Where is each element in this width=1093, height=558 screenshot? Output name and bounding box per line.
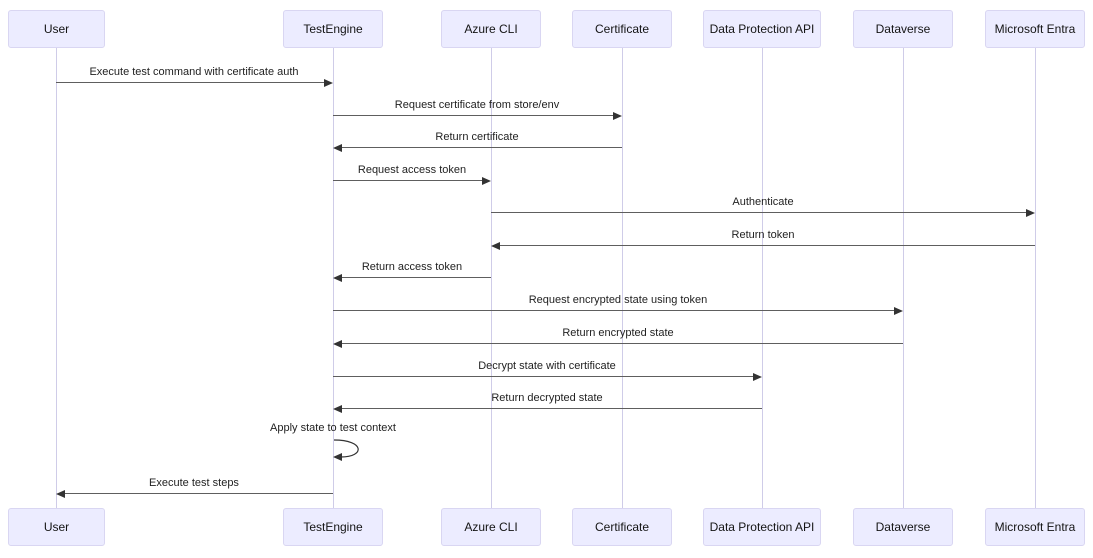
- actor-label: Certificate: [594, 22, 650, 36]
- actor-box-dataverse-bottom: Dataverse: [853, 508, 953, 546]
- actor-box-data-protection-api-bottom: Data Protection API: [703, 508, 821, 546]
- message-13-label: Execute test steps: [149, 477, 239, 489]
- actor-label: Microsoft Entra: [994, 22, 1076, 36]
- lifeline-microsoft-entra: [1035, 48, 1036, 508]
- actor-box-user-bottom: User: [8, 508, 105, 546]
- message-4-arrowhead-icon: [482, 177, 491, 185]
- lifeline-dataverse: [903, 48, 904, 508]
- actor-box-azure-cli-bottom: Azure CLI: [441, 508, 541, 546]
- actor-label: Dataverse: [875, 22, 931, 36]
- message-11-line: [341, 408, 762, 410]
- lifeline-certificate: [622, 48, 623, 508]
- actor-box-microsoft-entra-bottom: Microsoft Entra: [985, 508, 1085, 546]
- actor-box-certificate-bottom: Certificate: [572, 508, 672, 546]
- message-7-line: [341, 277, 491, 279]
- actor-box-testengine-bottom: TestEngine: [283, 508, 383, 546]
- actor-label: Dataverse: [875, 520, 931, 534]
- message-11-arrowhead-icon: [333, 405, 342, 413]
- message-7-arrowhead-icon: [333, 274, 342, 282]
- actor-box-azure-cli-top: Azure CLI: [441, 10, 541, 48]
- actor-label: Microsoft Entra: [994, 520, 1076, 534]
- message-8-label: Request encrypted state using token: [528, 294, 708, 306]
- actor-box-microsoft-entra-top: Microsoft Entra: [985, 10, 1085, 48]
- message-12-selfloop-arrow-icon: [333, 439, 359, 461]
- message-1-arrowhead-icon: [324, 79, 333, 87]
- actor-label: User: [43, 520, 70, 534]
- message-5-line: [491, 212, 1027, 214]
- message-3-label: Return certificate: [435, 131, 519, 143]
- message-3-line: [341, 147, 622, 149]
- message-2-label: Request certificate from store/env: [394, 99, 560, 111]
- actor-label: Data Protection API: [709, 520, 815, 534]
- actor-box-data-protection-api-top: Data Protection API: [703, 10, 821, 48]
- actor-label: User: [43, 22, 70, 36]
- actor-label: TestEngine: [303, 22, 363, 36]
- message-5-arrowhead-icon: [1026, 209, 1035, 217]
- lifeline-data-protection-api: [762, 48, 763, 508]
- message-12-label: Apply state to test context: [270, 422, 396, 434]
- message-13-arrowhead-icon: [56, 490, 65, 498]
- message-11-label: Return decrypted state: [491, 392, 603, 404]
- message-4-label: Request access token: [357, 164, 467, 176]
- actor-label: Certificate: [594, 520, 650, 534]
- message-4-line: [333, 180, 483, 182]
- message-9-arrowhead-icon: [333, 340, 342, 348]
- message-9-line: [341, 343, 903, 345]
- message-13-line: [64, 493, 333, 495]
- message-3-arrowhead-icon: [333, 144, 342, 152]
- message-9-label: Return encrypted state: [562, 327, 674, 339]
- message-8-arrowhead-icon: [894, 307, 903, 315]
- actor-box-user-top: User: [8, 10, 105, 48]
- actor-label: Azure CLI: [464, 520, 518, 534]
- message-1-label: Execute test command with certificate au…: [89, 66, 299, 78]
- message-7-label: Return access token: [361, 261, 463, 273]
- message-10-label: Decrypt state with certificate: [478, 360, 616, 372]
- message-1-line: [56, 82, 325, 84]
- message-6-line: [499, 245, 1035, 247]
- message-2-line: [333, 115, 614, 117]
- message-10-line: [333, 376, 754, 378]
- message-6-arrowhead-icon: [491, 242, 500, 250]
- actor-box-testengine-top: TestEngine: [283, 10, 383, 48]
- actor-label: Azure CLI: [464, 22, 518, 36]
- message-6-label: Return token: [731, 229, 795, 241]
- actor-box-dataverse-top: Dataverse: [853, 10, 953, 48]
- message-5-label: Authenticate: [732, 196, 794, 208]
- actor-label: Data Protection API: [709, 22, 815, 36]
- lifeline-azure-cli: [491, 48, 492, 508]
- actor-label: TestEngine: [303, 520, 363, 534]
- lifeline-user: [56, 48, 57, 508]
- message-2-arrowhead-icon: [613, 112, 622, 120]
- message-10-arrowhead-icon: [753, 373, 762, 381]
- actor-box-certificate-top: Certificate: [572, 10, 672, 48]
- message-8-line: [333, 310, 895, 312]
